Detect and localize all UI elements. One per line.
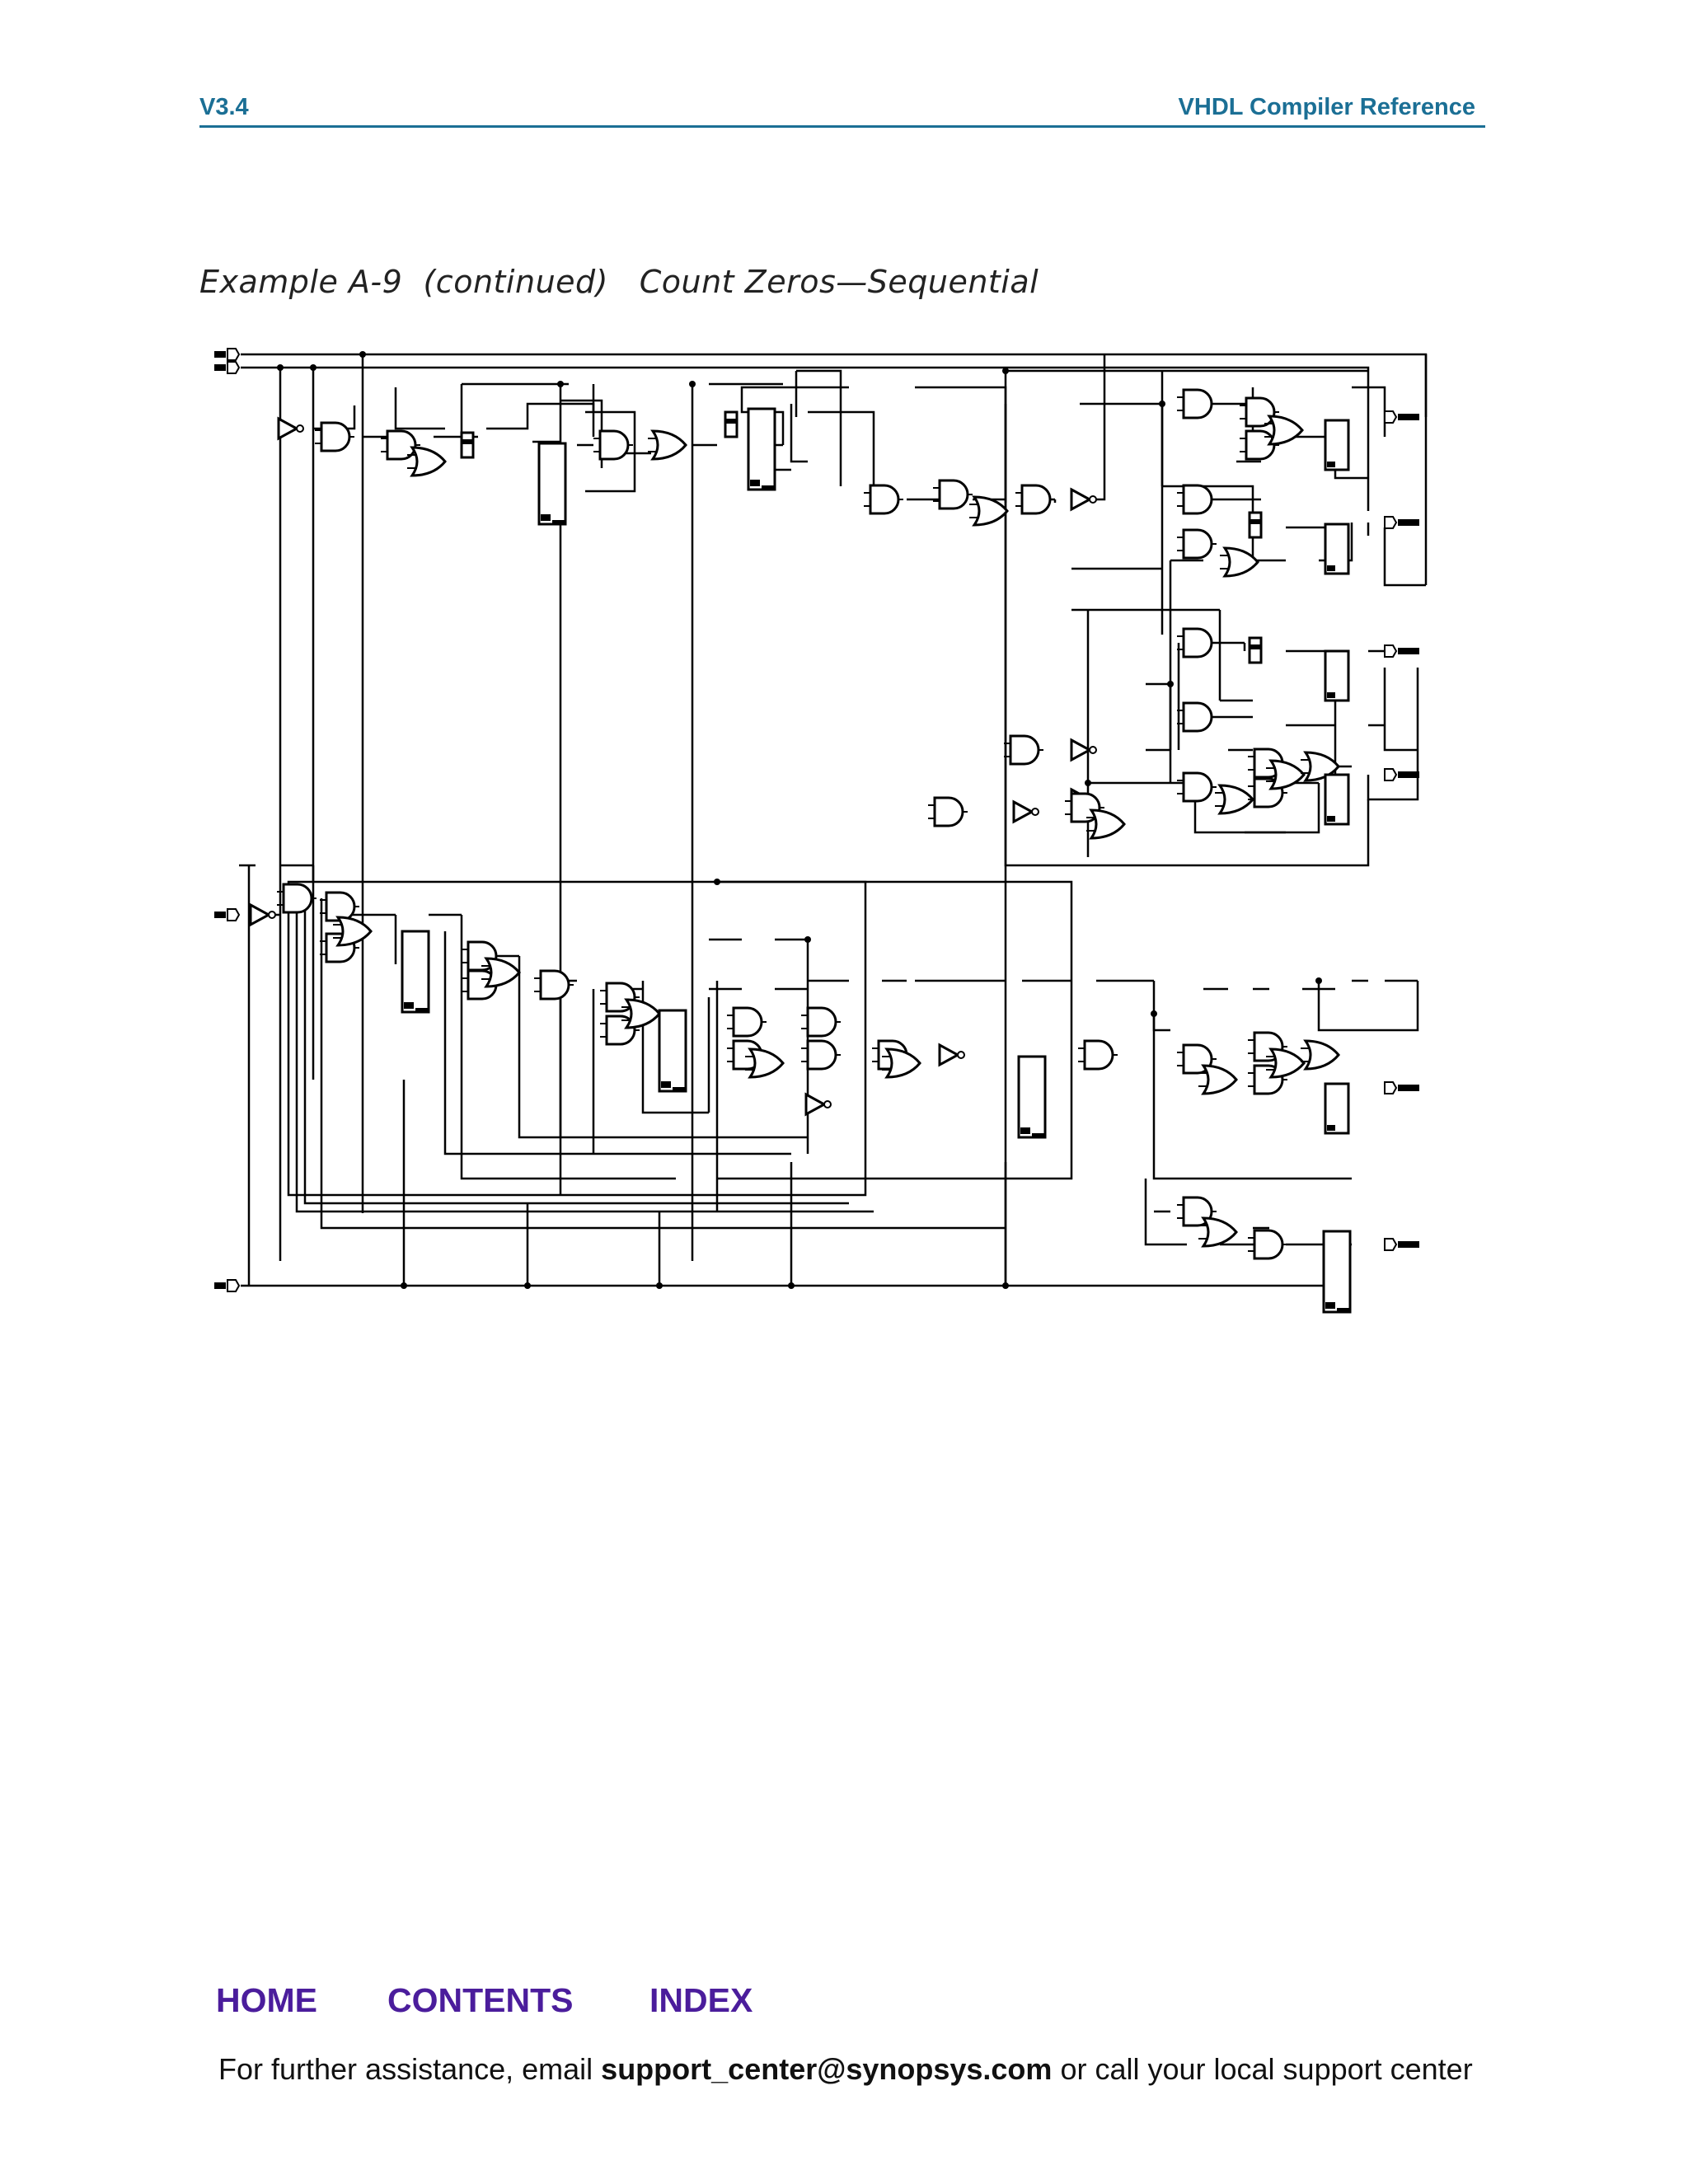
caption-title: Count Zeros—Sequential: [639, 264, 1039, 300]
home-link[interactable]: HOME: [216, 1981, 317, 2019]
support-email[interactable]: support_center@synopsys.com: [601, 2052, 1053, 2086]
figure-caption: Example A-9 (continued) Count Zeros—Sequ…: [199, 264, 1039, 300]
header-rule: [199, 125, 1485, 128]
footer-support: For further assistance, email support_ce…: [218, 2052, 1473, 2087]
index-link[interactable]: INDEX: [649, 1981, 753, 2019]
header-title: VHDL Compiler Reference: [1178, 94, 1475, 120]
footer-suffix: or call your local support center: [1052, 2052, 1473, 2086]
header-version: V3.4: [199, 94, 249, 120]
schematic-diagram: [214, 348, 1428, 1314]
footer-prefix: For further assistance, email: [218, 2052, 602, 2086]
caption-label: Example A-9 (continued): [199, 264, 608, 300]
contents-link[interactable]: CONTENTS: [387, 1981, 574, 2019]
